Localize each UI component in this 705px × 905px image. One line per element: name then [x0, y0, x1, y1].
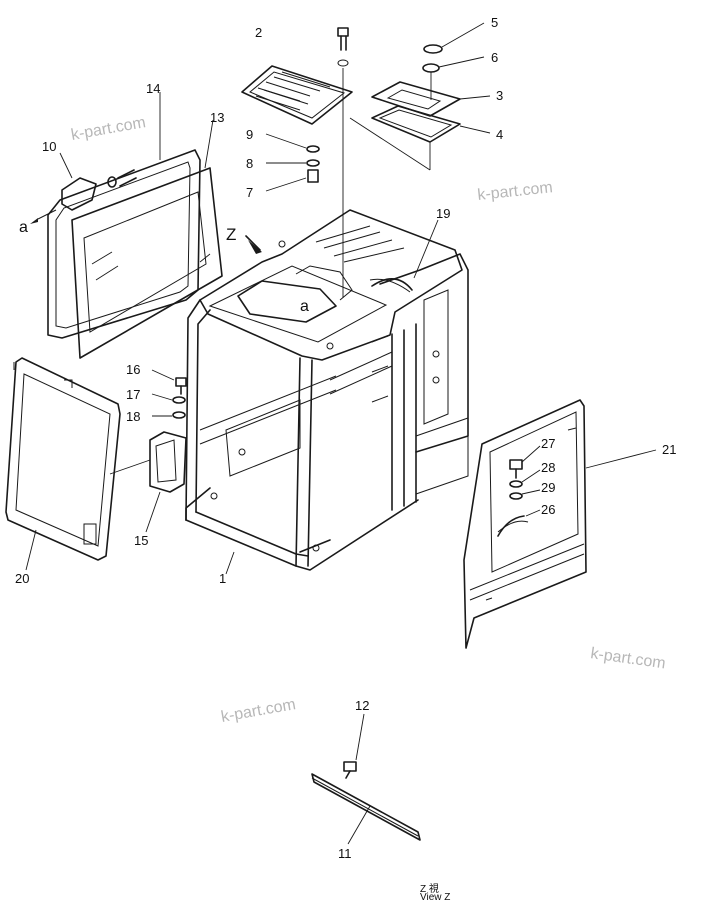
- callout-9: 9: [246, 127, 253, 142]
- watermark-top-right: k-part.com: [477, 179, 554, 204]
- callout-26: 26: [541, 502, 555, 517]
- callout-11: 11: [338, 846, 352, 861]
- bolt-part-7: [265, 169, 319, 192]
- latch-block-part-15: [109, 431, 187, 533]
- door-frame-part-20: [5, 357, 121, 571]
- callout-2: 2: [255, 25, 262, 40]
- bolt-part-12: [343, 713, 365, 779]
- callout-19: 19: [436, 206, 450, 221]
- bolt-part-27: [509, 445, 541, 479]
- callout-1: 1: [219, 571, 226, 586]
- callout-5: 5: [491, 15, 498, 30]
- bracket-part-10: [30, 152, 137, 224]
- callout-7: 7: [246, 185, 253, 200]
- callout-27: 27: [541, 436, 555, 451]
- callout-4: 4: [496, 127, 503, 142]
- footer-view-z-kanji: Z 視: [420, 884, 439, 895]
- callout-18: 18: [126, 409, 140, 424]
- callout-17: 17: [126, 387, 140, 402]
- roof-plate-part-2: [241, 65, 353, 125]
- callout-6: 6: [491, 50, 498, 65]
- callout-13: 13: [210, 110, 224, 125]
- callout-21: 21: [662, 442, 676, 457]
- callout-16: 16: [126, 362, 140, 377]
- callout-3: 3: [496, 88, 503, 103]
- cab-frame-part-1: [185, 209, 469, 575]
- ref-z-arrow: Z: [226, 225, 236, 244]
- callout-8: 8: [246, 156, 253, 171]
- bar-part-11: [311, 773, 421, 845]
- footer-view-z: View Z: [420, 892, 451, 903]
- washer-part-9: [265, 133, 320, 153]
- side-door-part-21: [463, 399, 657, 649]
- washer-part-17: [151, 393, 186, 404]
- view-z-arrow: [245, 235, 286, 254]
- callout-15: 15: [134, 533, 148, 548]
- washer-part-29: [509, 489, 541, 500]
- grip-part-26: [497, 509, 541, 537]
- callout-14: 14: [146, 81, 160, 96]
- callout-10: 10: [42, 139, 56, 154]
- gasket-part-4: [349, 105, 491, 171]
- callout-20: 20: [15, 571, 29, 586]
- bolt-part-16: [151, 369, 187, 395]
- watermark-bottom-right: k-part.com: [589, 645, 666, 672]
- ref-a-left: a: [19, 219, 28, 236]
- washer-part-6: [422, 56, 485, 73]
- glass-pane-part-13: [71, 119, 223, 359]
- handle-part-19: [371, 219, 439, 291]
- watermark-bottom-left: k-part.com: [220, 696, 297, 726]
- bolt-top: [337, 27, 349, 298]
- washer-part-8: [266, 159, 320, 167]
- cap-part-5: [423, 22, 485, 54]
- callout-28: 28: [541, 460, 555, 475]
- callout-29: 29: [541, 480, 555, 495]
- callout-12: 12: [355, 698, 369, 713]
- watermark-top-left: k-part.com: [70, 114, 147, 144]
- washer-part-18: [152, 411, 186, 419]
- washer-part-28: [509, 469, 541, 488]
- ref-a-roof: a: [300, 298, 309, 315]
